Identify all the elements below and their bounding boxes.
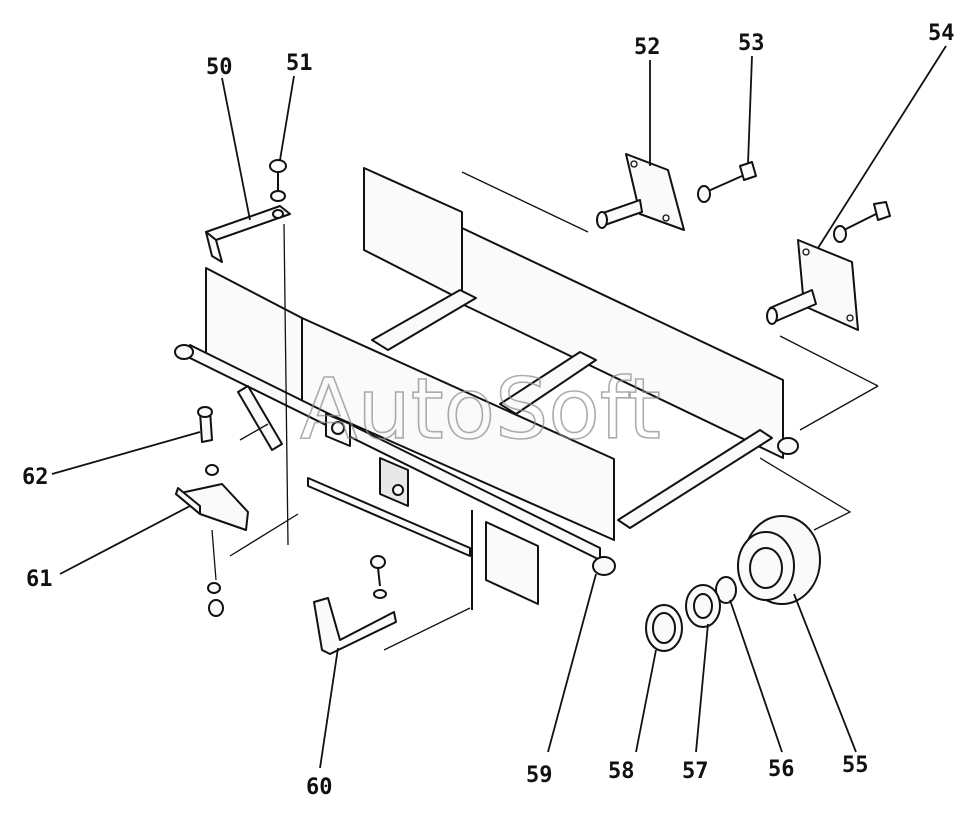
leader-60 [319,647,339,769]
leader-58 [635,649,657,753]
wheel-assembly [645,457,852,652]
callouts: 50 51 52 53 54 55 56 57 58 59 60 61 62 [22,21,955,800]
callout-59: 59 [526,763,553,788]
leader-57 [695,623,709,753]
callout-50: 50 [206,55,233,80]
cross-member-3 [617,429,773,529]
wheel-55-hub [749,547,783,589]
callout-61: 61 [26,567,53,592]
leader-62 [51,431,201,475]
leader-51 [279,75,295,161]
washer-51 [270,190,286,202]
bolt-60-head [370,555,386,569]
callout-56: 56 [768,757,795,782]
callout-55: 55 [842,753,869,778]
clamp-block-61-side [175,487,201,515]
bracket-60 [313,597,397,655]
leader-50 [221,77,251,221]
leader-56 [729,599,783,753]
callout-52: 52 [634,35,661,60]
bracket-60-group [313,555,471,655]
bolt-53-shank [705,175,743,193]
nut-51 [272,209,284,219]
clamp-axis [211,529,217,581]
callout-51: 51 [286,51,313,76]
rear-end-panel [363,167,463,301]
seal-58-inner [652,612,676,644]
clamp-61-group [175,406,299,617]
washer-53 [697,185,711,203]
diagonal-strut [237,385,283,451]
callout-58: 58 [608,759,635,784]
axis-54 [779,335,879,387]
pivot-bolt [331,421,345,435]
strut-pin [239,423,269,441]
leader-61 [59,505,191,575]
hinge-plate [379,457,409,507]
bearing-57-inner [693,593,713,619]
frame-assembly [174,167,799,610]
flange-54-group [766,201,891,431]
callout-53: 53 [738,31,765,56]
washer-56 [715,576,737,604]
lower-bracket-box [485,521,539,605]
flange-54-hole [802,248,810,256]
leader-54 [817,45,947,249]
cross-member-2 [499,351,597,415]
flange-plate-54 [797,239,859,331]
axis-60 [383,607,471,651]
spindle-54-tip [766,307,778,325]
leader-55 [793,593,857,753]
bolt-60-shank [377,567,381,587]
bolt-53-head [739,161,757,181]
leader-59 [547,573,597,753]
lower-rod [307,477,471,557]
right-tube-end [777,437,799,455]
leader-lines [51,45,947,769]
leader-53 [747,55,753,165]
bracket-50-tab [205,231,223,263]
tube-end-59 [592,556,616,576]
washer-54 [833,225,847,243]
axis-52 [461,171,589,233]
flange-52-hole [662,214,670,222]
spindle-52-tip [596,211,608,229]
callout-54: 54 [928,21,955,46]
callout-57: 57 [682,759,709,784]
flange-54-hole [846,314,854,322]
watermark-text: AutoSoft [300,360,661,458]
clamp-axis-b [229,513,299,557]
washer-60 [373,589,387,599]
bracket-50-group [205,159,291,546]
nut-61 [208,599,224,617]
bolt-54-shank [839,213,877,233]
callout-60: 60 [306,775,333,800]
washer-61 [207,582,221,594]
cross-member-1 [371,289,477,351]
flange-52-group [461,153,757,233]
bolt-54-head [873,201,891,221]
washer-62 [205,464,219,476]
axis-54b [799,385,879,431]
callout-62: 62 [22,465,49,490]
bolt-51-head [269,159,287,173]
left-tube-end [174,344,194,360]
bolt-51-axis [283,223,289,546]
wheel-axis [759,457,852,531]
bolt-62-head [197,406,213,418]
hinge-bolt [392,484,404,496]
flange-plate-52 [625,153,685,231]
flange-52-hole [630,160,638,168]
